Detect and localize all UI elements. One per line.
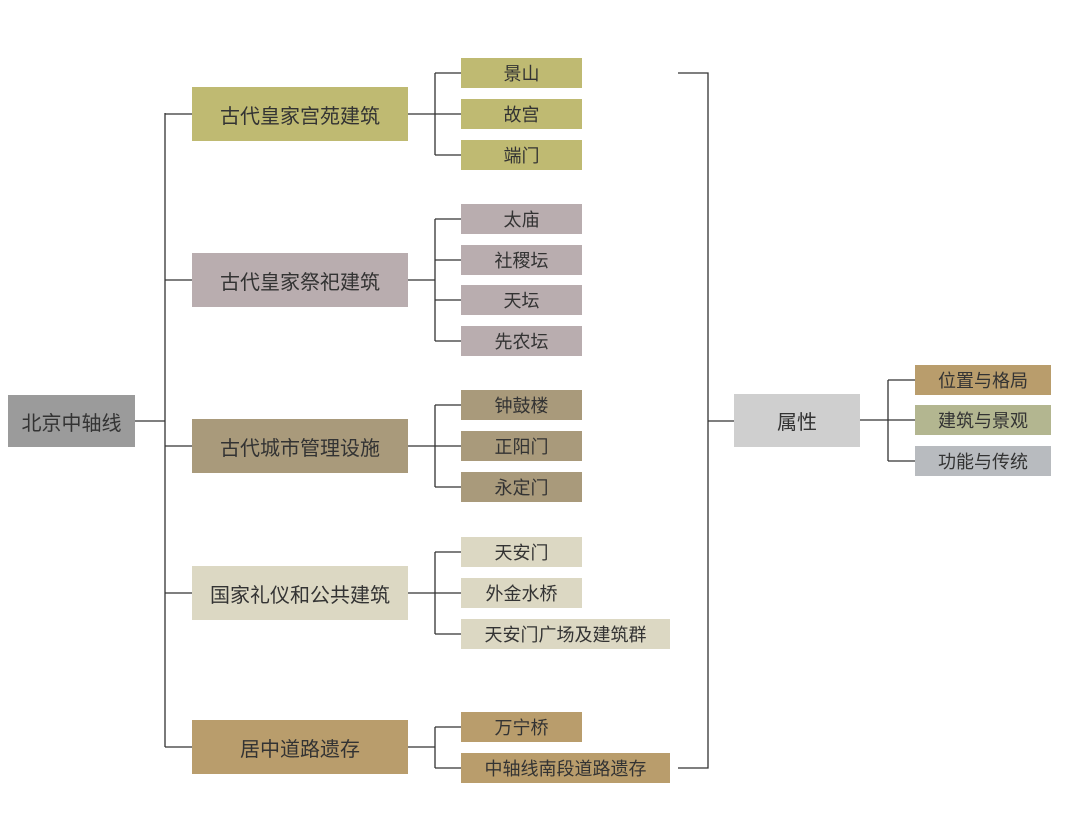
leaf-label: 万宁桥 — [494, 718, 549, 739]
attributes-label: 属性 — [777, 410, 817, 434]
leaf-label: 端门 — [503, 146, 540, 167]
leaf-label: 天坛 — [503, 291, 540, 312]
leaf-node: 天安门广场及建筑群 — [461, 619, 670, 649]
leaf-node: 天坛 — [461, 285, 582, 315]
leaf-label: 社稷坛 — [494, 251, 549, 272]
leaf-node: 万宁桥 — [461, 712, 582, 742]
leaf-node: 先农坛 — [461, 326, 582, 356]
leaf-label: 正阳门 — [494, 437, 549, 458]
leaf-label: 天安门 — [494, 543, 549, 564]
leaf-node: 社稷坛 — [461, 245, 582, 275]
category-label: 古代皇家祭祀建筑 — [220, 269, 380, 294]
root-label: 北京中轴线 — [21, 410, 122, 435]
category-node: 古代城市管理设施 — [192, 419, 408, 473]
root-node: 北京中轴线 — [8, 395, 135, 447]
leaf-label: 太庙 — [503, 210, 540, 231]
leaf-node: 钟鼓楼 — [461, 390, 582, 420]
leaf-node: 故宫 — [461, 99, 582, 129]
leaf-node: 太庙 — [461, 204, 582, 234]
leaf-label: 钟鼓楼 — [494, 396, 549, 417]
leaf-label: 中轴线南段道路遗存 — [484, 759, 647, 780]
attribute-label: 建筑与景观 — [938, 411, 1028, 432]
category-node: 国家礼仪和公共建筑 — [192, 566, 408, 620]
leaf-label: 外金水桥 — [485, 584, 558, 605]
leaf-node: 端门 — [461, 140, 582, 170]
attribute-item: 建筑与景观 — [915, 405, 1051, 435]
leaf-label: 永定门 — [494, 478, 549, 499]
category-label: 古代皇家宫苑建筑 — [220, 103, 380, 128]
attribute-label: 位置与格局 — [938, 371, 1028, 392]
category-label: 古代城市管理设施 — [220, 435, 380, 460]
category-node: 古代皇家宫苑建筑 — [192, 87, 408, 141]
leaf-label: 景山 — [503, 64, 540, 85]
leaf-node: 景山 — [461, 58, 582, 88]
leaf-node: 外金水桥 — [461, 578, 582, 608]
attribute-item: 功能与传统 — [915, 446, 1051, 476]
leaf-node: 永定门 — [461, 472, 582, 502]
leaf-label: 故宫 — [503, 105, 540, 126]
category-node: 居中道路遗存 — [192, 720, 408, 774]
attribute-label: 功能与传统 — [938, 452, 1028, 473]
leaf-node: 天安门 — [461, 537, 582, 567]
attribute-item: 位置与格局 — [915, 365, 1051, 395]
attributes-node: 属性 — [734, 394, 860, 447]
category-label: 国家礼仪和公共建筑 — [210, 582, 390, 607]
leaf-node: 中轴线南段道路遗存 — [461, 753, 670, 783]
leaf-label: 天安门广场及建筑群 — [484, 625, 647, 646]
category-label: 居中道路遗存 — [240, 736, 360, 761]
category-node: 古代皇家祭祀建筑 — [192, 253, 408, 307]
leaf-label: 先农坛 — [494, 332, 549, 353]
leaf-node: 正阳门 — [461, 431, 582, 461]
